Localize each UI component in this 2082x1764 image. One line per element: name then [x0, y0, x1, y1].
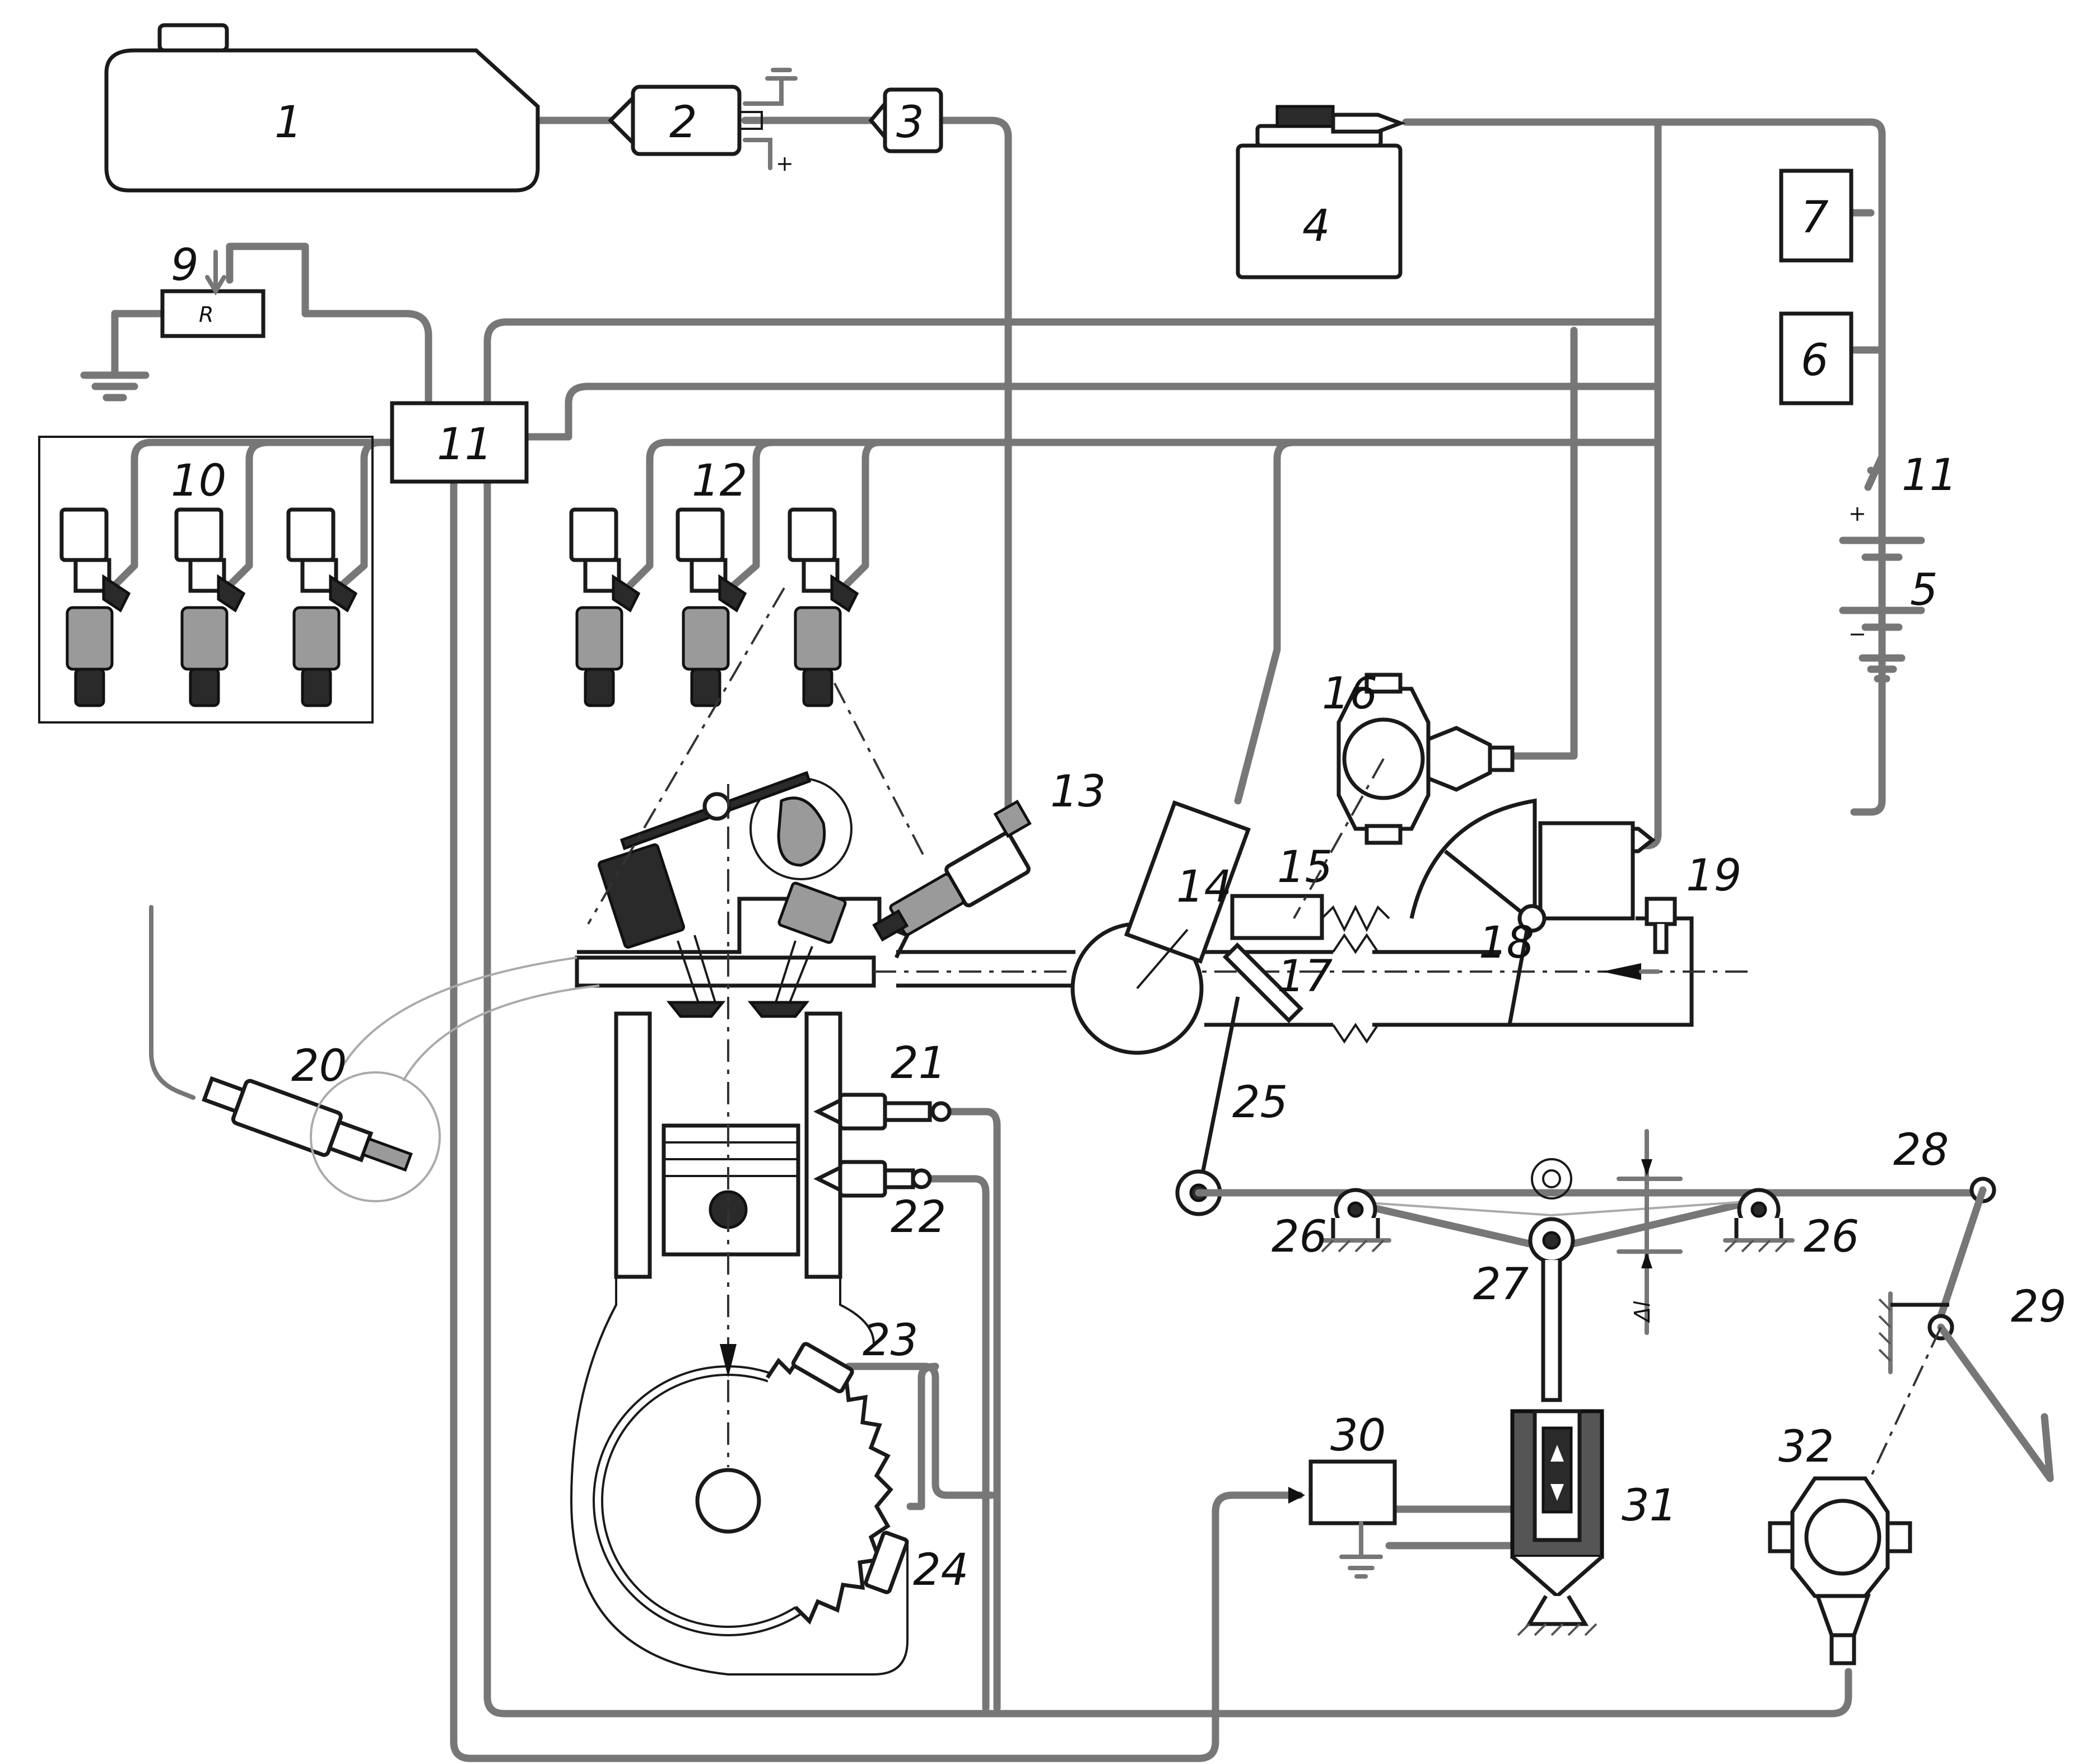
block-4-icon: 4 [1236, 105, 1406, 279]
valve-spring-right [747, 881, 847, 1018]
ignition-coil-icon [286, 507, 358, 707]
label-27: 27 [1473, 1259, 1529, 1310]
label-14: 14 [1176, 862, 1232, 912]
block-30-icon: 30 [1288, 1411, 1397, 1579]
ignition-coil-icon [788, 507, 859, 707]
label-28: 28 [1893, 1125, 1949, 1175]
label-11: 11 [437, 419, 492, 470]
valve-spring-left [598, 843, 726, 1018]
label-21: 21 [891, 1038, 946, 1089]
ignition-coils-10: 10 [38, 436, 374, 724]
switch-icon: 11 [1864, 346, 1957, 542]
label-18: 18 [1479, 918, 1534, 968]
fuel-filter-icon: 3 [868, 87, 943, 153]
engine-cylinder [570, 587, 925, 1676]
block-7-icon: 6 [1779, 311, 1853, 405]
ignition-coil-icon [676, 507, 747, 707]
label-16: 16 [1322, 669, 1377, 719]
label-20: 20 [291, 1041, 347, 1091]
sensor-22-icon: 22 [813, 1160, 946, 1243]
label-4: 4 [1302, 201, 1330, 251]
label-25: 25 [1232, 1077, 1288, 1128]
block-8-icon: 7 [1779, 169, 1853, 263]
label-23: 23 [863, 1315, 918, 1366]
label-12: 12 [692, 456, 747, 506]
injector-icon: 13 [872, 767, 1106, 942]
sensor-21-icon: 21 [813, 1038, 952, 1131]
temperature-sensor-icon: 19 [1645, 851, 1741, 954]
delta-l-dimension: Δl [1617, 1129, 1683, 1335]
actuator-icon: 15 [1230, 842, 1390, 940]
resistor-icon: R 9 [80, 240, 266, 402]
downward-arrow-icon [720, 1344, 737, 1378]
delta-l-label: Δl [1630, 1301, 1655, 1323]
ignition-coil-icon [569, 507, 641, 707]
lever-icon: 25 [1175, 996, 1288, 1216]
crank-sensor-23-icon: 23 [791, 1315, 918, 1393]
battery-minus-sign: − [1848, 622, 1866, 646]
ignition-coil-icon [59, 507, 131, 707]
airflow-sensor-icon: 18 [1409, 798, 1656, 1025]
label-32: 32 [1778, 1422, 1834, 1472]
label-5: 5 [1910, 565, 1938, 615]
crank-sensor-24-icon: 24 [864, 1530, 968, 1595]
label-15: 15 [1277, 842, 1333, 893]
label-29: 29 [2011, 1282, 2066, 1332]
label-7: 6 [1801, 335, 1829, 386]
airflow-arrow-icon [1602, 963, 1641, 980]
battery-icon: + − 5 [1839, 501, 1938, 683]
label-22: 22 [891, 1192, 946, 1243]
ignition-coil-icon [174, 507, 246, 707]
pulley-icon: 26 [1271, 1188, 1391, 1262]
label-26-right: 26 [1804, 1212, 1859, 1262]
label-13: 13 [1050, 767, 1106, 817]
pump-plus-sign: + [776, 151, 794, 176]
throttle-valve-icon: 17 [1222, 942, 1333, 1024]
resistor-symbol: R [199, 302, 213, 327]
pulley-27-icon: 27 [1473, 1158, 1575, 1402]
label-26-left: 26 [1271, 1212, 1327, 1262]
label-1: 1 [274, 97, 302, 148]
sensor-16-icon: 16 [1293, 669, 1515, 919]
battery-plus-sign: + [1848, 501, 1866, 526]
oxygen-sensor-icon: 20 [202, 956, 600, 1202]
control-unit-icon: 11 [390, 401, 529, 484]
label-2: 2 [669, 97, 697, 148]
label-3: 3 [896, 97, 924, 148]
label-31: 31 [1622, 1481, 1677, 1531]
sensor-32-icon: 32 [1768, 1422, 1912, 1665]
pedal-icon: 29 [1859, 1177, 2066, 1501]
label-17: 17 [1277, 951, 1333, 1002]
ignition-coils-12: 12 [569, 456, 859, 707]
pulley-icon: 26 [1723, 1188, 1859, 1262]
fuel-tank-icon: 1 [104, 23, 540, 193]
throttle-body-icon: 14 [1070, 800, 1251, 1055]
label-9: 9 [171, 240, 199, 291]
label-24: 24 [913, 1545, 968, 1595]
label-6: 11 [1902, 450, 1957, 501]
solenoid-icon: 31 [1510, 1409, 1677, 1636]
wiring-harness [111, 116, 1886, 1762]
label-10: 10 [171, 456, 226, 506]
label-8: 7 [1801, 193, 1829, 243]
fuel-pump-icon: + 2 [608, 68, 798, 176]
label-30: 30 [1330, 1411, 1386, 1461]
intake-duct [874, 916, 1753, 1044]
label-19: 19 [1686, 851, 1741, 901]
